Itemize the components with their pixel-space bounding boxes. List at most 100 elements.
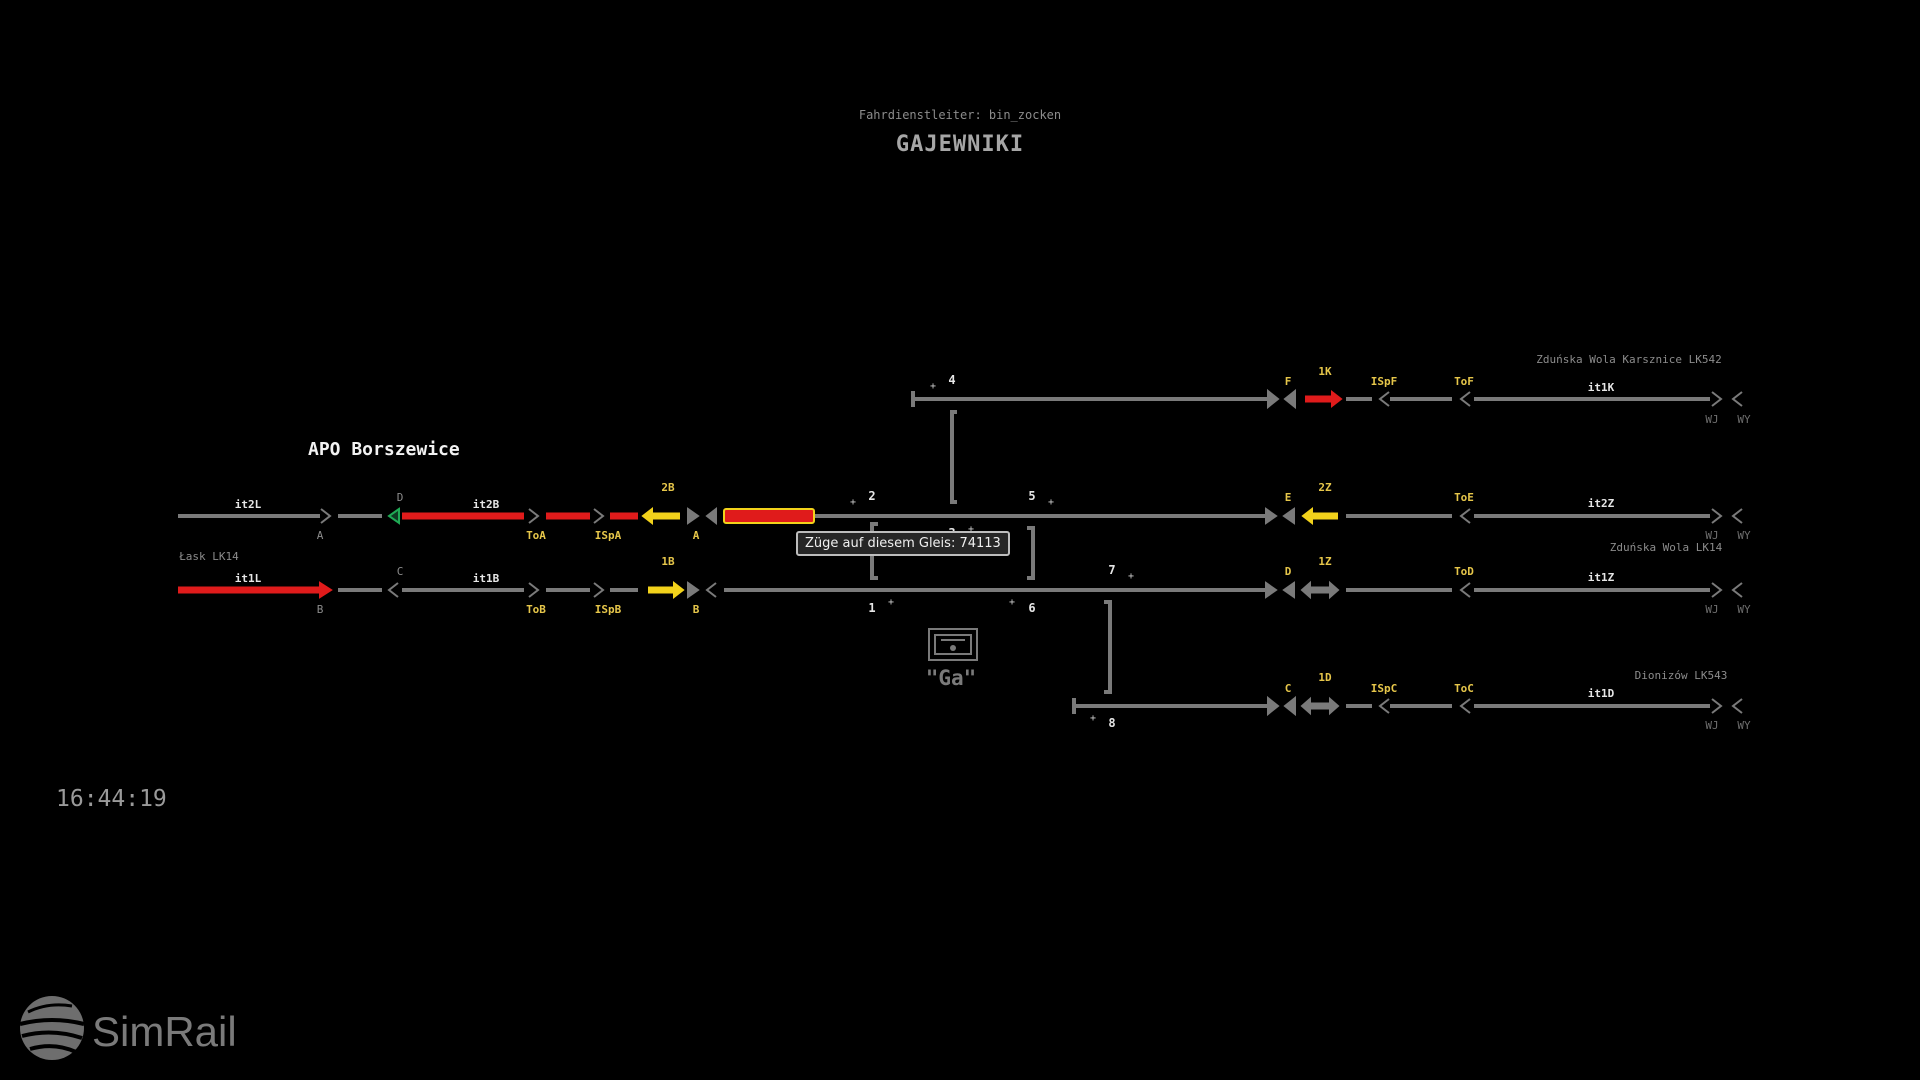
signal-C-right-reverse-icon[interactable] — [1283, 695, 1296, 717]
signal-ToC-icon[interactable] — [1459, 698, 1471, 714]
signal-ToE-icon[interactable] — [1459, 508, 1471, 524]
label-ISpC: ISpC — [1371, 682, 1398, 695]
track-number-8: 8 — [1108, 716, 1115, 730]
label-ISpA: ISpA — [595, 529, 622, 542]
point-marker: + — [850, 497, 856, 508]
signal-D-right-reverse-icon[interactable] — [1282, 581, 1295, 599]
track-number-1: 1 — [868, 601, 875, 615]
signal-ToB-icon[interactable] — [528, 582, 540, 598]
arrow-1D-left-icon — [1300, 696, 1311, 716]
signal-WY-row4-icon[interactable] — [1731, 698, 1743, 714]
signal-WJ-row2-icon[interactable] — [1711, 508, 1723, 524]
switch-7-8[interactable] — [1104, 600, 1112, 694]
station-building-icon[interactable] — [928, 628, 978, 661]
label-it1L: it1L — [235, 572, 262, 585]
label-route-2B: 2B — [661, 481, 675, 494]
label-ToD: ToD — [1454, 565, 1474, 578]
signal-ISpA-icon[interactable] — [593, 508, 605, 524]
signal-D-icon[interactable] — [387, 507, 400, 525]
signal-A-reverse-icon[interactable] — [705, 506, 717, 526]
label-signal-A-left: A — [317, 529, 324, 542]
signal-C-right-icon[interactable] — [1267, 695, 1280, 717]
signal-ToD-icon[interactable] — [1459, 582, 1471, 598]
label-route-1K: 1K — [1318, 365, 1332, 378]
label-signal-C: C — [397, 565, 404, 578]
simrail-logo-icon — [19, 996, 85, 1060]
occupancy-tooltip: Züge auf diesem Gleis: 74113 — [796, 531, 1010, 556]
brand-name: SimRail — [92, 1008, 237, 1055]
signal-WY-row1-icon[interactable] — [1731, 391, 1743, 407]
label-ISpF: ISpF — [1371, 375, 1398, 388]
label-it2B: it2B — [473, 498, 500, 511]
label-it2Z: it2Z — [1588, 497, 1615, 510]
point-marker: + — [1128, 571, 1134, 582]
label-signal-B-left: B — [317, 603, 324, 616]
signal-WJ-row1-icon[interactable] — [1711, 391, 1723, 407]
signal-ISpB-icon[interactable] — [593, 582, 605, 598]
signal-E-icon[interactable] — [1265, 507, 1278, 525]
label-ToB: ToB — [526, 603, 546, 616]
label-it1Z: it1Z — [1588, 571, 1615, 584]
label-route-1B: 1B — [661, 555, 675, 568]
signal-F-reverse-icon[interactable] — [1283, 388, 1296, 410]
signal-D-right-icon[interactable] — [1265, 581, 1278, 599]
label-it1B: it1B — [473, 572, 500, 585]
label-WJ-row3: WJ — [1705, 603, 1718, 616]
label-ToF: ToF — [1454, 375, 1474, 388]
track-number-7: 7 — [1108, 563, 1115, 577]
signal-B-icon[interactable] — [687, 581, 700, 599]
destination-karsznice: Zduńska Wola Karsznice LK542 — [1536, 353, 1721, 366]
clock: 16:44:19 — [56, 786, 167, 812]
arrow-2B-icon — [641, 506, 653, 526]
arrow-1Z-right-icon — [1329, 580, 1340, 600]
label-route-2Z: 2Z — [1318, 481, 1332, 494]
signal-WJ-row3-icon[interactable] — [1711, 582, 1723, 598]
label-signal-F: F — [1285, 375, 1292, 388]
track-number-2: 2 — [868, 489, 875, 503]
label-WJ-row1: WJ — [1705, 413, 1718, 426]
station-code-label: "Ga" — [926, 666, 977, 690]
signal-WJ-row4-icon[interactable] — [1711, 698, 1723, 714]
track-number-5: 5 — [1028, 489, 1035, 503]
track-number-6: 6 — [1028, 601, 1035, 615]
signal-C-icon[interactable] — [387, 582, 399, 598]
signal-B-left-icon[interactable] — [319, 581, 333, 599]
arrow-1Z-left-icon — [1300, 580, 1311, 600]
signal-WY-row3-icon[interactable] — [1731, 582, 1743, 598]
label-signal-C-right: C — [1285, 682, 1292, 695]
label-WY-row4: WY — [1737, 719, 1751, 732]
apo-borszewice-label: APO Borszewice — [308, 439, 460, 460]
signal-A-icon[interactable] — [687, 507, 700, 525]
signal-ISpC-icon[interactable] — [1378, 698, 1390, 714]
switch-5-6[interactable] — [1027, 526, 1035, 580]
train-74113[interactable] — [723, 508, 815, 524]
label-signal-A: A — [693, 529, 700, 542]
signal-E-reverse-icon[interactable] — [1282, 507, 1295, 525]
label-route-1Z: 1Z — [1318, 555, 1332, 568]
label-it2L: it2L — [235, 498, 262, 511]
signal-ISpF-icon[interactable] — [1378, 391, 1390, 407]
arrow-1D-right-icon — [1329, 696, 1340, 716]
signal-ToA-icon[interactable] — [528, 508, 540, 524]
label-signal-E: E — [1285, 491, 1292, 504]
arrow-1K-icon — [1331, 389, 1343, 409]
station-title: GAJEWNIKI — [895, 132, 1025, 157]
arrow-2Z-icon — [1301, 506, 1313, 526]
label-signal-B: B — [693, 603, 700, 616]
switch-4-2[interactable] — [950, 410, 957, 504]
label-WY-row2: WY — [1737, 529, 1751, 542]
signal-B-reverse-icon[interactable] — [705, 582, 717, 598]
point-marker: + — [1048, 497, 1054, 508]
signal-ToF-icon[interactable] — [1459, 391, 1471, 407]
point-marker: + — [930, 381, 936, 392]
point-marker: + — [1090, 713, 1096, 724]
label-ToA: ToA — [526, 529, 546, 542]
point-marker: + — [1009, 597, 1015, 608]
signal-WY-row2-icon[interactable] — [1731, 508, 1743, 524]
label-signal-D: D — [397, 491, 404, 504]
signal-A-left-icon[interactable] — [320, 508, 332, 524]
signal-F-icon[interactable] — [1267, 388, 1280, 410]
label-it1K: it1K — [1588, 381, 1615, 394]
arrow-1B-icon — [673, 580, 685, 600]
